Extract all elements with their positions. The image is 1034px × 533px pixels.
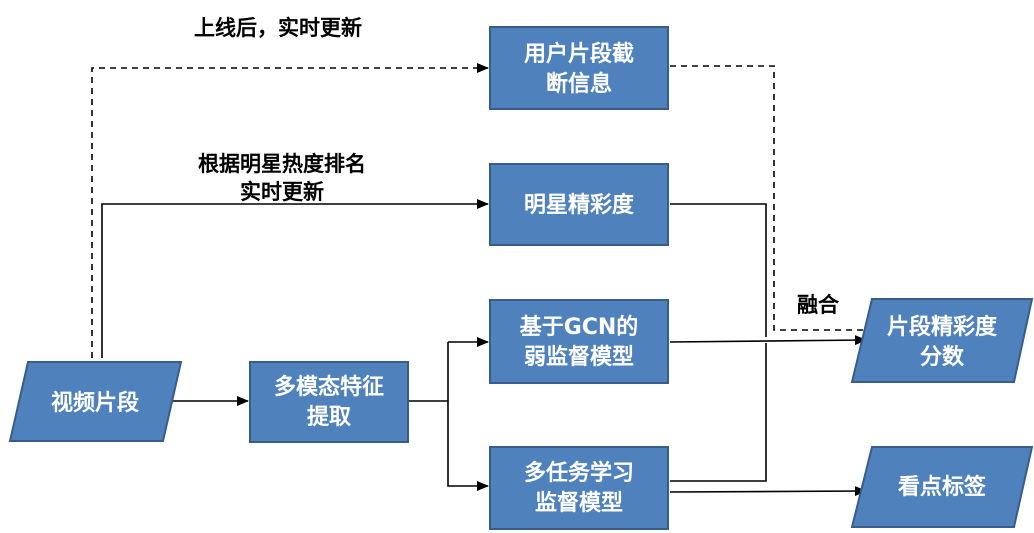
label-fusion: 融合 xyxy=(797,293,840,317)
node-user-cutoff: 用户片段截 断信息 xyxy=(489,26,669,110)
node-multimodal-line2: 提取 xyxy=(307,404,351,430)
edge-user-cutoff-to-fusion xyxy=(670,65,866,331)
label-realtime-after-launch: 上线后，实时更新 xyxy=(194,16,362,40)
node-gcn-model-line2: 弱监督模型 xyxy=(524,344,634,370)
node-star-highlight-label: 明星精彩度 xyxy=(524,192,635,218)
edge-multitask-to-fusion xyxy=(670,343,767,482)
node-gcn-model: 基于GCN的 弱监督模型 xyxy=(489,299,669,384)
node-star-highlight: 明星精彩度 xyxy=(489,163,669,246)
node-gcn-model-line1: 基于GCN的 xyxy=(520,314,639,340)
node-multimodal-line1: 多模态特征 xyxy=(274,374,384,400)
node-clip-score: 片段精彩度 分数 xyxy=(850,298,1034,383)
node-highlight-tag-label: 看点标签 xyxy=(898,474,987,500)
node-user-cutoff-line1: 用户片段截 xyxy=(524,41,634,67)
node-video-clip: 视频片段 xyxy=(8,361,183,442)
label-rank-line2: 实时更新 xyxy=(240,180,324,204)
node-multimodal: 多模态特征 提取 xyxy=(249,361,409,443)
edge-split-to-multitask xyxy=(447,401,489,491)
edge-gcn-to-clip-score xyxy=(669,335,867,346)
node-multitask-model-line1: 多任务学习 xyxy=(524,460,634,486)
edge-video-to-user-cutoff xyxy=(91,63,489,358)
edge-star-to-fusion xyxy=(670,203,767,337)
node-multitask-model: 多任务学习 监督模型 xyxy=(489,446,669,530)
node-user-cutoff-line2: 断信息 xyxy=(546,71,612,97)
node-multitask-model-line2: 监督模型 xyxy=(535,490,623,516)
node-video-clip-label: 视频片段 xyxy=(51,390,139,416)
label-rank-line1: 根据明星热度排名 xyxy=(198,152,366,176)
node-clip-score-line1: 片段精彩度 xyxy=(887,314,998,340)
edge-multitask-to-tag xyxy=(669,486,867,497)
edge-multimodal-split xyxy=(408,342,449,402)
node-clip-score-line2: 分数 xyxy=(920,344,965,370)
edge-video-to-star-highlight xyxy=(101,199,489,358)
node-highlight-tag: 看点标签 xyxy=(850,446,1034,528)
